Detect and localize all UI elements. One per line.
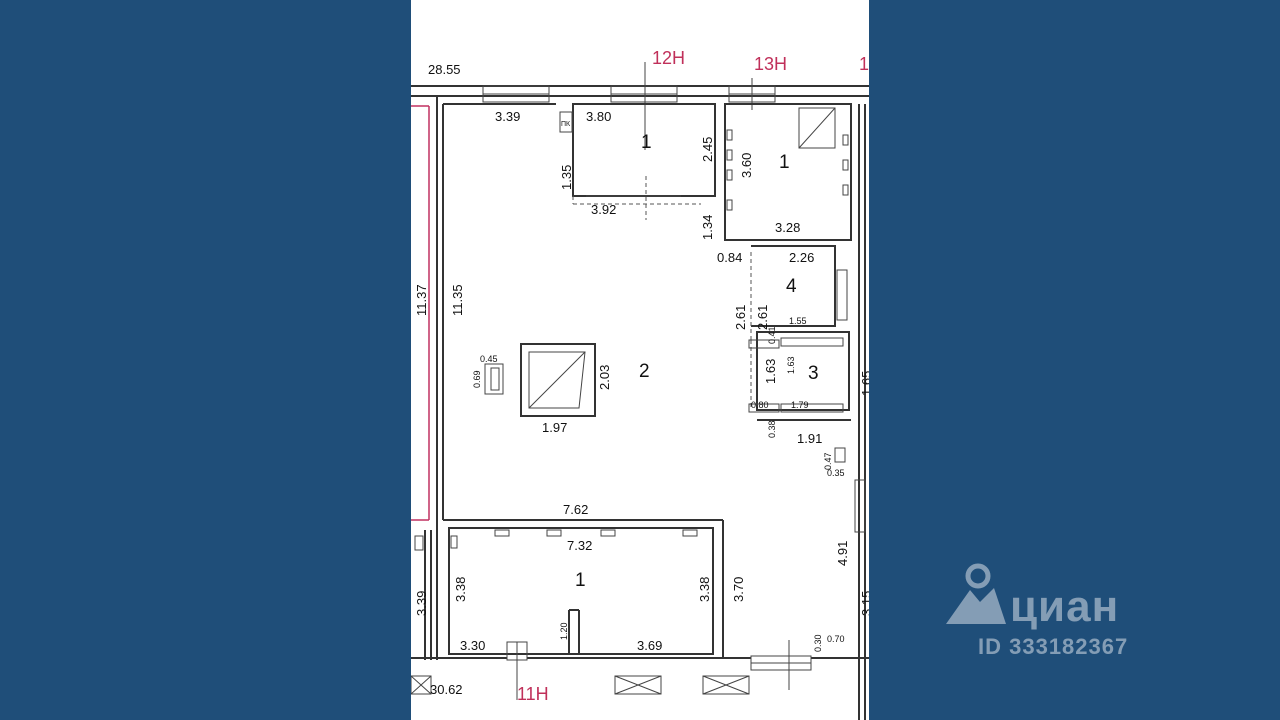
location-pin-icon (946, 563, 1006, 624)
dim-3-69: 3.69 (637, 638, 662, 653)
dim-2-61-a: 2.61 (733, 305, 748, 330)
room-11-1 (448, 527, 714, 655)
dim-0-80: 0.80 (751, 400, 769, 410)
watermark-id: ID 333182367 (978, 634, 1129, 659)
dim-3-60: 3.60 (739, 153, 754, 178)
dim-0-38: 0.38 (767, 420, 777, 438)
dim-7-32: 7.32 (567, 538, 592, 553)
dim-top-total: 28.55 (428, 62, 461, 77)
dim-1-79: 1.79 (791, 400, 809, 410)
room-13-1 (724, 103, 852, 241)
dim-3-15: 3.15 (859, 591, 869, 616)
dim-4-91: 4.91 (835, 541, 850, 566)
dim-3-38-b: 3.38 (697, 577, 712, 602)
watermark-brand: циан (1010, 582, 1120, 631)
dim-0-84: 0.84 (717, 250, 742, 265)
dim-0-45: 0.45 (480, 354, 498, 364)
room-number-12: 1 (641, 132, 652, 153)
room-number-4: 4 (786, 276, 797, 297)
dim-0-47: 0.47 (823, 452, 833, 470)
dim-2-03: 2.03 (597, 365, 612, 390)
dim-3-38-a: 3.38 (453, 577, 468, 602)
pk-box (559, 111, 573, 133)
unit-label-11h: 11Н (517, 684, 549, 704)
dim-1-55: 1.55 (789, 316, 807, 326)
dim-2-61-b: 2.61 (755, 305, 770, 330)
unit-label-edge: 1 (859, 54, 869, 74)
dim-3-92: 3.92 (591, 202, 616, 217)
floor-plan-drawing: 12Н 13Н 1 11Н 1 1 4 3 2 1 ПК 28.55 3.39 … (411, 48, 869, 720)
dim-0-30: 0.30 (813, 634, 823, 652)
dim-1-91: 1.91 (797, 431, 822, 446)
dim-2-26: 2.26 (789, 250, 814, 265)
room-number-13: 1 (779, 152, 790, 173)
dim-3-70: 3.70 (731, 577, 746, 602)
cian-watermark: циан ID 333182367 (940, 560, 1180, 670)
dim-1-63-a: 1.63 (763, 359, 778, 384)
dim-3-80: 3.80 (586, 109, 611, 124)
dim-1-65: 1.65 (859, 371, 869, 396)
dim-0-35: 0.35 (827, 468, 845, 478)
room-number-2: 2 (639, 361, 650, 382)
dim-7-62: 7.62 (563, 502, 588, 517)
dim-1-35: 1.35 (559, 165, 574, 190)
dim-1-20: 1.20 (559, 622, 569, 640)
dim-1-63-b: 1.63 (786, 356, 796, 374)
dim-3-30: 3.30 (460, 638, 485, 653)
pk-label: ПК (561, 121, 571, 128)
riser-box (484, 363, 504, 395)
unit-label-13h: 13Н (754, 54, 787, 74)
dim-0-41: 0.41 (767, 326, 777, 344)
dim-0-70: 0.70 (827, 634, 845, 644)
dim-11-37: 11.37 (414, 284, 429, 316)
unit-label-12h: 12Н (652, 48, 685, 68)
column-shaft (520, 343, 596, 417)
room-3 (756, 331, 850, 411)
room-number-3: 3 (808, 363, 819, 384)
dim-bottom-total: 30.62 (430, 682, 463, 697)
dim-11-35: 11.35 (450, 284, 465, 316)
dim-3-39-bottom: 3.39 (414, 591, 429, 616)
dim-3-39-top: 3.39 (495, 109, 520, 124)
dim-3-28: 3.28 (775, 220, 800, 235)
dim-2-45: 2.45 (700, 137, 715, 162)
room-number-11: 1 (575, 570, 586, 591)
dim-1-97: 1.97 (542, 420, 567, 435)
dim-0-69: 0.69 (472, 370, 482, 388)
dim-1-34: 1.34 (700, 215, 715, 240)
floor-plan-panel: 12Н 13Н 1 11Н 1 1 4 3 2 1 ПК 28.55 3.39 … (411, 0, 869, 720)
